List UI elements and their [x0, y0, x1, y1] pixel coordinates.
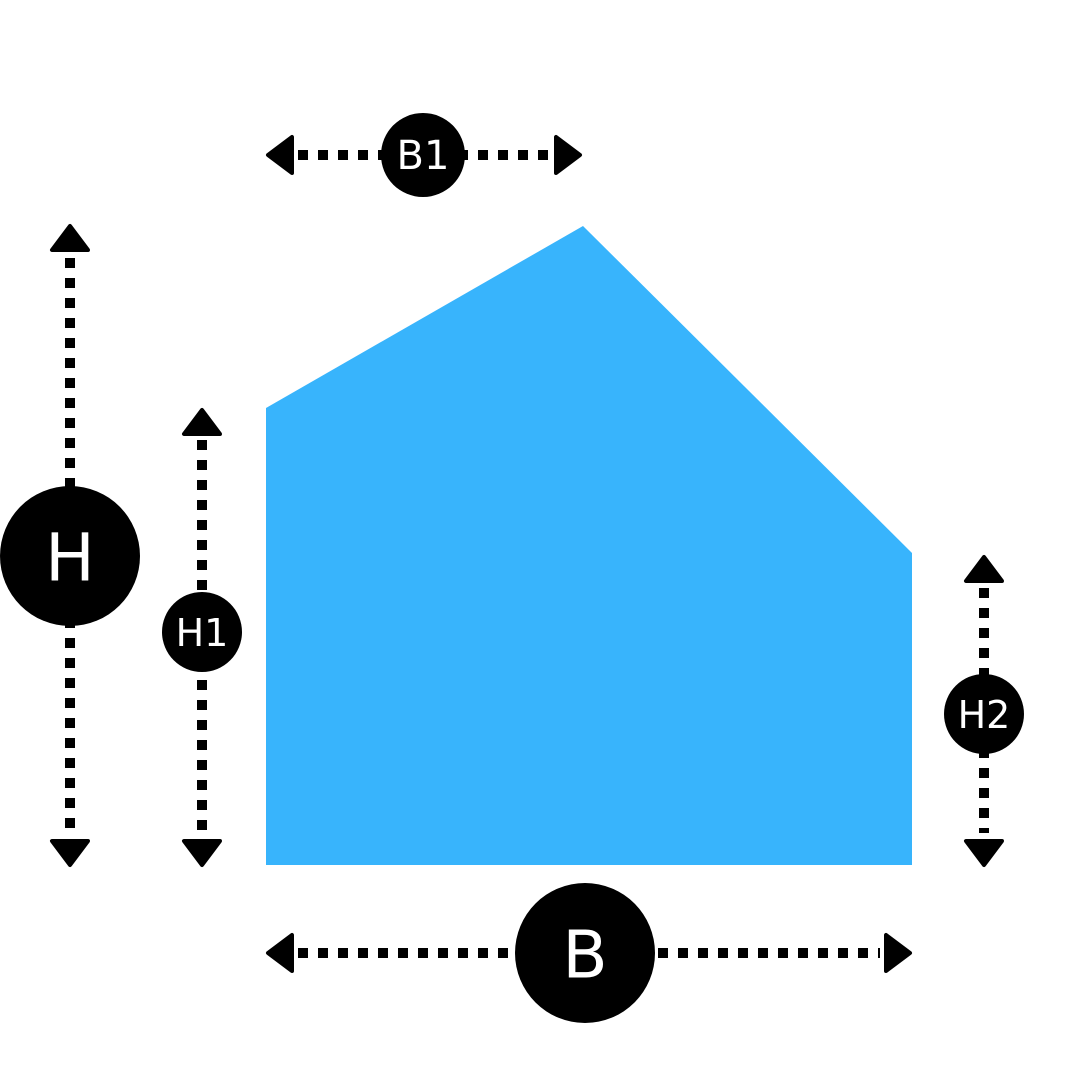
label-b1: B1 — [397, 133, 450, 179]
arrowhead-left-icon — [266, 135, 294, 175]
label-h2: H2 — [958, 693, 1011, 737]
arrowhead-down-icon — [50, 839, 90, 867]
badge-h — [0, 486, 140, 626]
arrowhead-down-icon — [182, 839, 222, 867]
label-b: B — [562, 917, 607, 994]
dimension-h: H — [0, 224, 140, 867]
dimension-h2: H2 — [944, 555, 1024, 867]
arrowhead-left-icon — [266, 933, 294, 973]
pentagon-shape — [266, 226, 912, 865]
badge-b1 — [381, 113, 465, 197]
label-h1: H1 — [176, 611, 229, 655]
arrowhead-down-icon — [964, 839, 1004, 867]
label-h: H — [45, 520, 95, 597]
arrowhead-up-icon — [50, 224, 90, 252]
arrowhead-up-icon — [964, 555, 1004, 583]
arrowhead-right-icon — [554, 135, 582, 175]
arrowhead-up-icon — [182, 408, 222, 436]
dimension-h1: H1 — [162, 408, 242, 867]
badge-h1 — [162, 592, 242, 672]
dimension-b: B — [266, 883, 912, 1023]
arrowhead-right-icon — [884, 933, 912, 973]
badge-b — [515, 883, 655, 1023]
dimension-b1: B1 — [266, 113, 582, 197]
badge-h2 — [944, 674, 1024, 754]
